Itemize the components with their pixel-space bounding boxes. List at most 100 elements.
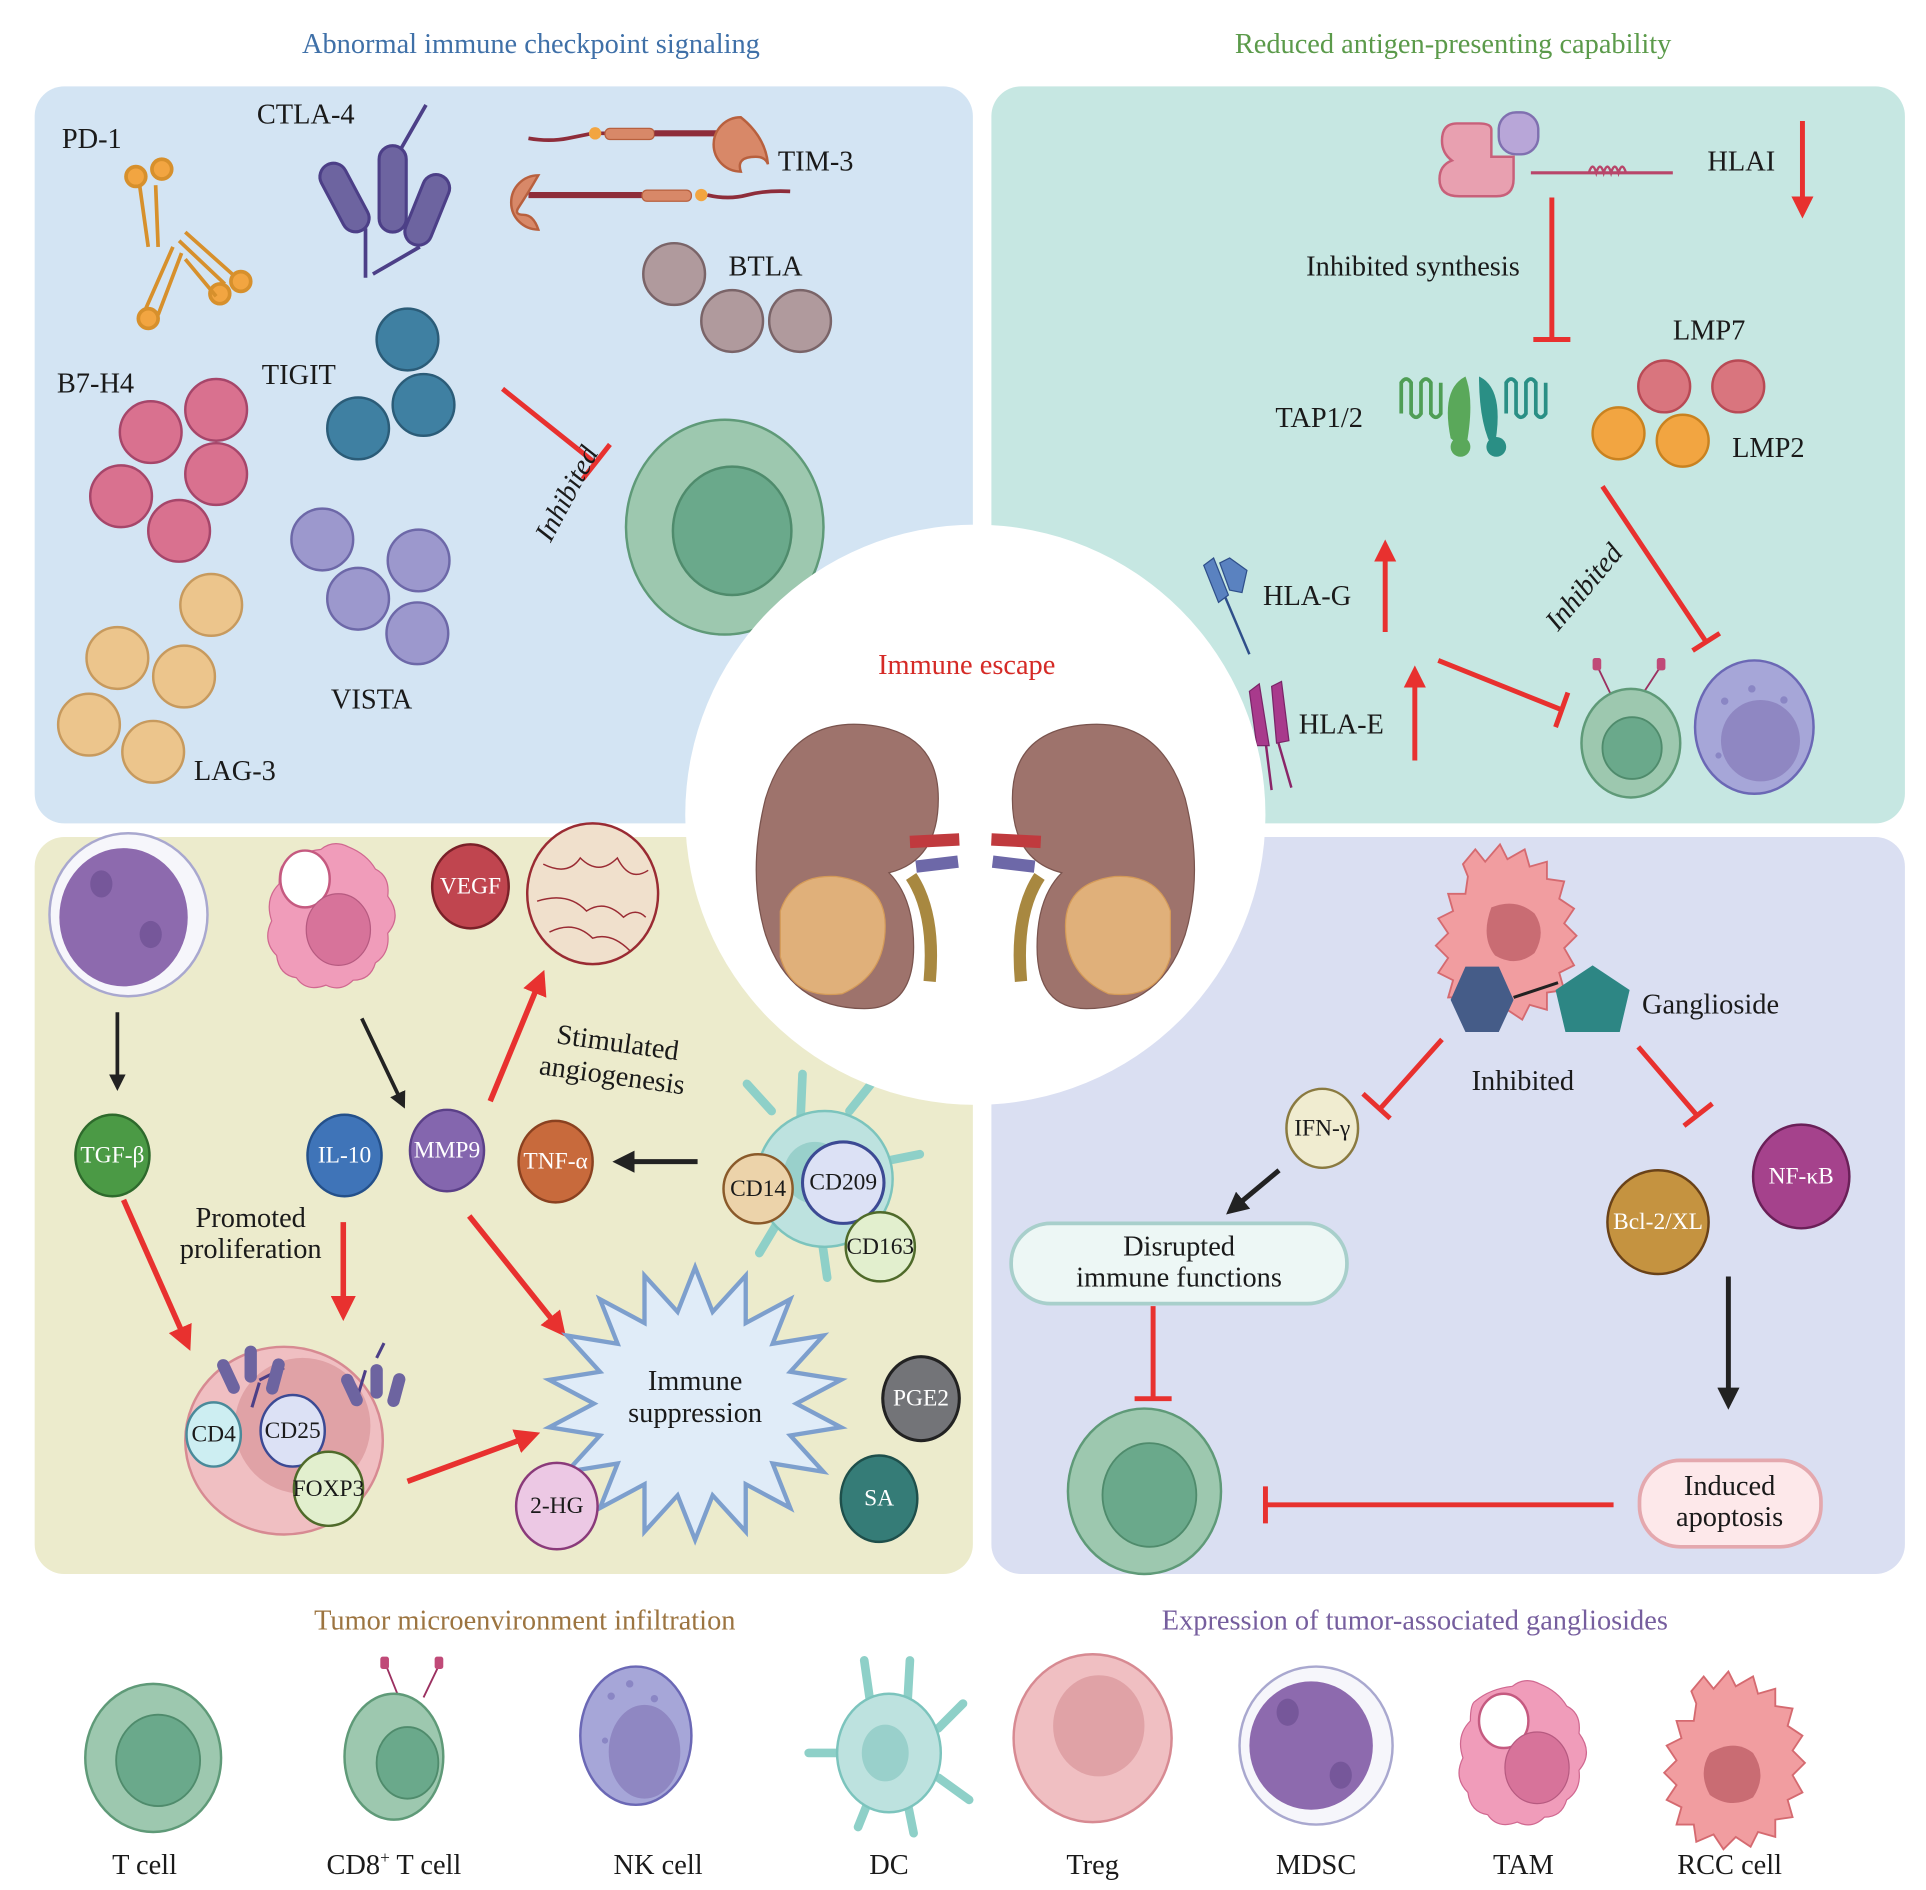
inhibit-line-apoptosis	[1262, 1486, 1614, 1524]
legend-item-cd8-t-cell: CD8+ T cell	[326, 1656, 461, 1881]
label-pd1: PD-1	[62, 124, 122, 155]
tam-tme-icon	[267, 843, 396, 989]
label-lag3: LAG-3	[194, 756, 276, 787]
inhibit-line-ifng	[1361, 1037, 1444, 1121]
mmp9-molecule: MMP9	[408, 1108, 486, 1193]
left-kidney-icon	[755, 723, 960, 1010]
tam-cell-icon	[1458, 1680, 1588, 1826]
label-ganglioside-inhibited: Inhibited	[1472, 1066, 1574, 1097]
tap-transporter-icon	[1399, 376, 1548, 457]
cd25-label: CD25	[265, 1418, 321, 1444]
arrow-mmp9-suppression	[467, 1214, 566, 1337]
2hg-label: 2-HG	[530, 1493, 583, 1519]
arrow-tgfb-treg	[121, 1198, 192, 1351]
immune-suppression-burst: Immune suppression	[542, 1261, 848, 1546]
title-antigen: Reduced antigen-presenting capability	[1235, 29, 1672, 60]
legend-label: Treg	[1066, 1850, 1119, 1881]
cd14-label: CD14	[730, 1176, 786, 1202]
arrow-mmp9-angiogenesis	[487, 969, 547, 1103]
lag3-icon	[56, 572, 244, 784]
cd14-molecule: CD14	[722, 1153, 794, 1225]
panel-checkpoint	[34, 86, 973, 824]
cd25-molecule: CD25	[259, 1393, 327, 1468]
label-suppression-1: Immune	[648, 1366, 743, 1397]
label-proliferation-2: proliferation	[180, 1234, 322, 1265]
mdsc-cell-icon	[1238, 1665, 1394, 1826]
label-lmp7: LMP7	[1673, 315, 1746, 346]
btla-icon	[642, 241, 833, 354]
treg-cell-icon	[1012, 1652, 1173, 1824]
tim3-icon	[509, 116, 791, 231]
rcc-cell-icon	[1662, 1669, 1807, 1851]
il10-molecule: IL-10	[306, 1113, 383, 1198]
panel-antigen	[991, 86, 1905, 824]
nfkb-label: NF-κB	[1769, 1163, 1834, 1189]
tnfa-label: TNF-α	[523, 1149, 587, 1175]
label-btla: BTLA	[728, 251, 803, 282]
legend-item-tam: TAM	[1458, 1680, 1588, 1881]
ganglioside-link	[1513, 981, 1559, 999]
inhibit-line-checkpoint	[500, 386, 612, 481]
legend-item-mdsc: MDSC	[1238, 1665, 1394, 1881]
inhibit-synthesis-line	[1533, 197, 1571, 342]
bcl-label: Bcl-2/XL	[1613, 1209, 1703, 1235]
il10-label: IL-10	[318, 1142, 371, 1168]
ctla4-icon	[318, 104, 452, 278]
legend-label: T cell	[112, 1850, 177, 1881]
label-inhibited-synthesis: Inhibited synthesis	[1306, 251, 1520, 282]
tnfa-molecule: TNF-α	[517, 1119, 594, 1204]
arrow-ifng-disrupted	[1226, 1168, 1281, 1215]
legend-item-treg: Treg	[1012, 1652, 1173, 1881]
ganglioside-pentagon-icon	[1555, 965, 1630, 1033]
cd209-label: CD209	[809, 1170, 877, 1196]
b7h4-icon	[88, 377, 249, 563]
foxp3-molecule: FOXP3	[293, 1450, 365, 1528]
inhibit-line-disrupted	[1134, 1306, 1172, 1402]
center-title: Immune escape	[878, 650, 1055, 681]
nfkb-molecule: NF-κB	[1751, 1123, 1851, 1230]
antigen-panel-content: HLAI Inhibited synthesis TAP1/2 LMP7 LMP…	[1202, 111, 1815, 799]
label-ganglioside: Ganglioside	[1642, 990, 1779, 1021]
label-proliferation-1: Promoted	[196, 1203, 306, 1234]
inhibit-line-hla	[1437, 658, 1571, 728]
tigit-icon	[326, 307, 456, 461]
foxp3-label: FOXP3	[293, 1476, 365, 1502]
cd8-t-cell-antigen-icon	[1580, 657, 1682, 799]
sa-molecule: SA	[839, 1454, 919, 1544]
pd1-icon	[124, 157, 253, 331]
t-cell-icon	[84, 1682, 223, 1834]
label-apoptosis-2: apoptosis	[1676, 1502, 1783, 1533]
label-ctla4: CTLA-4	[257, 99, 355, 130]
tgfb-label: TGF-β	[80, 1142, 144, 1168]
dendritic-cell-icon	[804, 1656, 974, 1838]
mmp9-label: MMP9	[414, 1138, 480, 1164]
pge2-label: PGE2	[893, 1386, 949, 1412]
cd209-molecule: CD209	[800, 1140, 886, 1225]
center-immune-escape: Immune escape	[685, 524, 1266, 1105]
tumor-vasculature-icon	[525, 822, 660, 966]
t-cell-checkpoint-icon	[624, 418, 825, 636]
cd163-label: CD163	[846, 1234, 914, 1260]
label-hla-e: HLA-E	[1299, 709, 1384, 740]
label-tap: TAP1/2	[1275, 403, 1363, 434]
bcl-molecule: Bcl-2/XL	[1606, 1169, 1710, 1276]
vista-icon	[290, 507, 451, 666]
panel-ganglioside	[991, 836, 1905, 1574]
legend-label: NK cell	[614, 1850, 703, 1881]
legend-item-t-cell: T cell	[84, 1682, 223, 1881]
arrow-treg-suppression	[406, 1429, 541, 1484]
sa-label: SA	[864, 1486, 894, 1512]
title-tme: Tumor microenvironment infiltration	[314, 1606, 735, 1637]
title-checkpoint: Abnormal immune checkpoint signaling	[302, 29, 760, 60]
checkpoint-panel-content: PD-1 CTLA-4	[57, 99, 854, 787]
legend: T cell CD8+ T cell NK cell	[84, 1652, 1807, 1881]
mdsc-tme-icon	[48, 832, 209, 998]
title-ganglioside: Expression of tumor-associated gangliosi…	[1162, 1606, 1668, 1637]
label-b7h4: B7-H4	[57, 369, 134, 400]
tgfb-molecule: TGF-β	[74, 1113, 151, 1198]
t-cell-ganglioside-icon	[1066, 1407, 1223, 1576]
label-lmp2: LMP2	[1732, 433, 1805, 464]
inhibit-line-nfkb	[1636, 1045, 1714, 1128]
hla-g-icon	[1202, 557, 1251, 655]
tme-panel-content: VEGF Stimulated angiogenesis TGF-β IL-10…	[48, 822, 961, 1551]
